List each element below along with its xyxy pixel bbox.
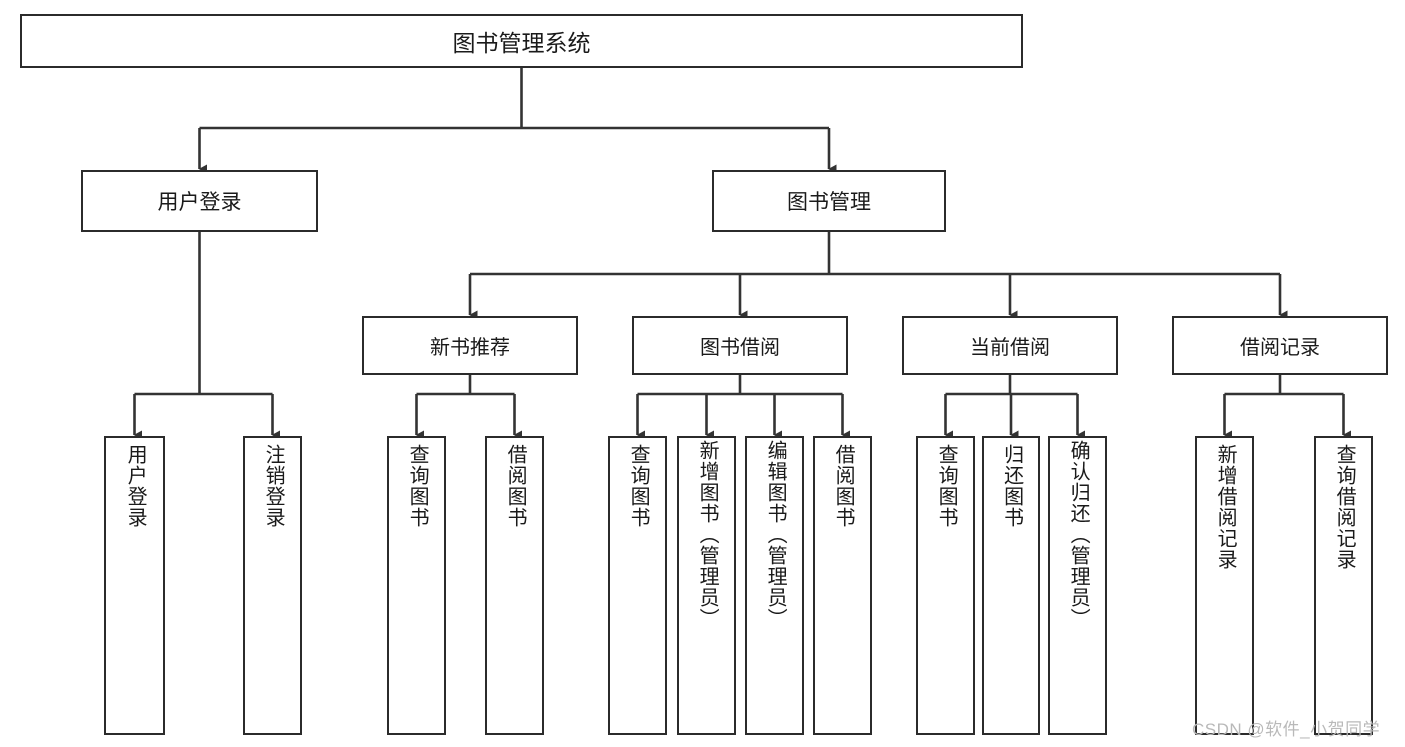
node-book-manage[interactable]: 图书管理: [712, 170, 946, 232]
node-leaf-borrow-book-label: 借阅图书: [832, 444, 855, 528]
node-leaf-edit-book-admin-label: 编辑图书（管理员）: [764, 440, 787, 629]
node-leaf-borrow-book[interactable]: 借阅图书: [813, 436, 872, 735]
node-new-book-recommend-label: 新书推荐: [430, 337, 510, 359]
node-leaf-edit-book-admin[interactable]: 编辑图书（管理员）: [745, 436, 804, 735]
node-leaf-add-borrow-record-label: 新增借阅记录: [1214, 444, 1237, 570]
node-leaf-add-book-admin-label: 新增图书（管理员）: [696, 440, 719, 629]
node-leaf-query-book-recommend[interactable]: 查询图书: [387, 436, 446, 735]
node-leaf-user-logout-label: 注销登录: [262, 444, 285, 528]
node-leaf-query-book-borrow[interactable]: 查询图书: [608, 436, 667, 735]
node-leaf-user-login-label: 用户登录: [124, 444, 147, 528]
node-new-book-recommend[interactable]: 新书推荐: [362, 316, 578, 375]
node-current-borrow-label: 当前借阅: [970, 337, 1050, 359]
node-root[interactable]: 图书管理系统: [20, 14, 1023, 68]
node-leaf-add-borrow-record[interactable]: 新增借阅记录: [1195, 436, 1254, 735]
csdn-watermark: CSDN @软件_小贺同学: [1192, 720, 1381, 739]
node-borrow-record-label: 借阅记录: [1240, 337, 1320, 359]
node-leaf-query-book-current-label: 查询图书: [935, 444, 958, 528]
node-user-login[interactable]: 用户登录: [81, 170, 318, 232]
node-leaf-query-borrow-record-label: 查询借阅记录: [1333, 444, 1356, 570]
node-book-manage-label: 图书管理: [787, 191, 871, 214]
node-leaf-confirm-return-admin[interactable]: 确认归还（管理员）: [1048, 436, 1107, 735]
node-current-borrow[interactable]: 当前借阅: [902, 316, 1118, 375]
node-leaf-confirm-return-admin-label: 确认归还（管理员）: [1067, 440, 1090, 629]
node-leaf-query-book-current[interactable]: 查询图书: [916, 436, 975, 735]
node-leaf-borrow-book-recommend[interactable]: 借阅图书: [485, 436, 544, 735]
node-borrow-record[interactable]: 借阅记录: [1172, 316, 1388, 375]
node-leaf-borrow-book-recommend-label: 借阅图书: [504, 444, 527, 528]
node-leaf-return-book-label: 归还图书: [1000, 444, 1023, 528]
node-leaf-query-book-recommend-label: 查询图书: [406, 444, 429, 528]
node-leaf-add-book-admin[interactable]: 新增图书（管理员）: [677, 436, 736, 735]
node-book-borrow[interactable]: 图书借阅: [632, 316, 848, 375]
node-leaf-return-book[interactable]: 归还图书: [982, 436, 1040, 735]
node-user-login-label: 用户登录: [157, 191, 242, 214]
node-leaf-user-login[interactable]: 用户登录: [104, 436, 165, 735]
node-leaf-query-book-borrow-label: 查询图书: [627, 444, 650, 528]
node-root-label: 图书管理系统: [452, 30, 591, 56]
node-leaf-user-logout[interactable]: 注销登录: [243, 436, 302, 735]
node-book-borrow-label: 图书借阅: [700, 337, 780, 359]
node-leaf-query-borrow-record[interactable]: 查询借阅记录: [1314, 436, 1373, 735]
